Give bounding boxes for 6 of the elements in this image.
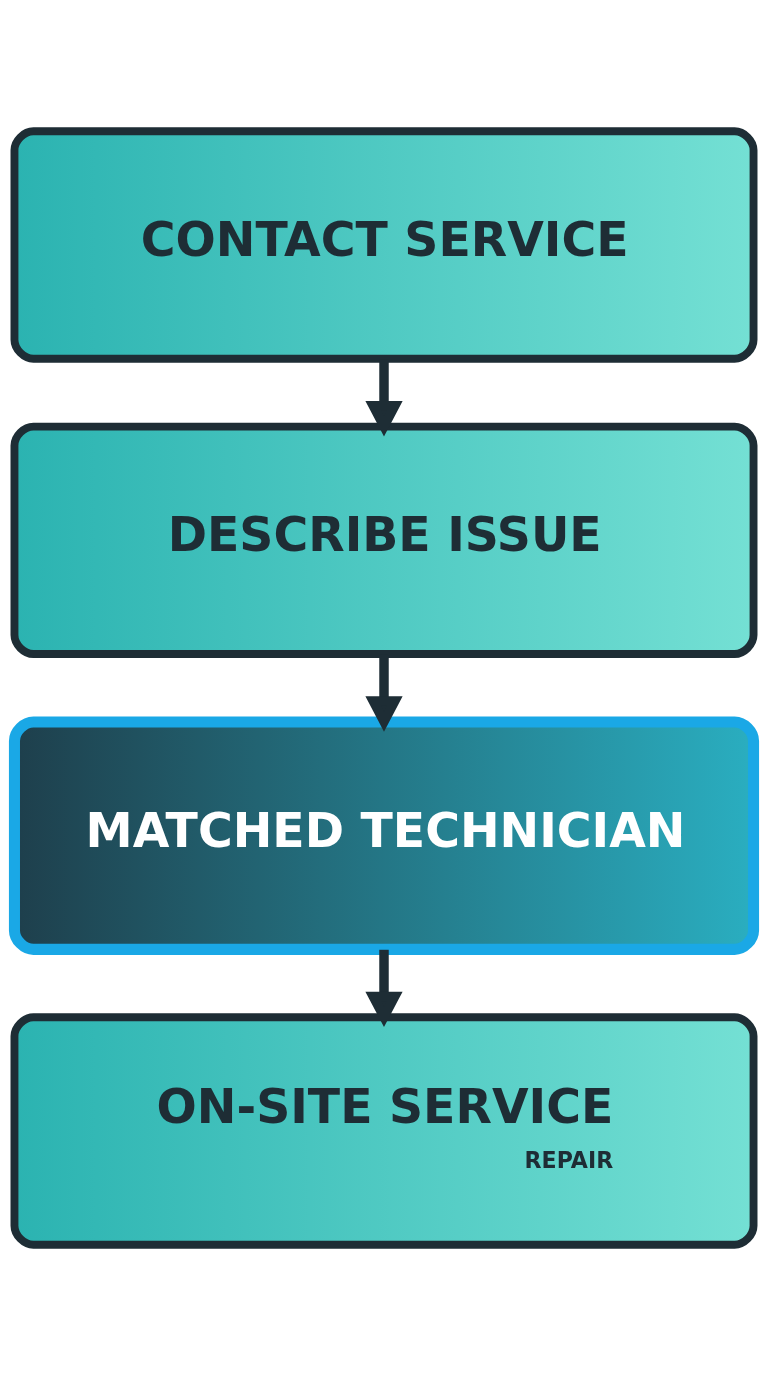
arrow — [365, 359, 403, 437]
node-box: CONTACT SERVICE — [10, 127, 758, 363]
node-box: DESCRIBE ISSUE — [10, 422, 758, 658]
node-box: MATCHED TECHNICIAN — [8, 716, 760, 955]
node-box: ON-SITE SERVICE REPAIR — [10, 1013, 758, 1249]
arrow — [365, 949, 403, 1028]
